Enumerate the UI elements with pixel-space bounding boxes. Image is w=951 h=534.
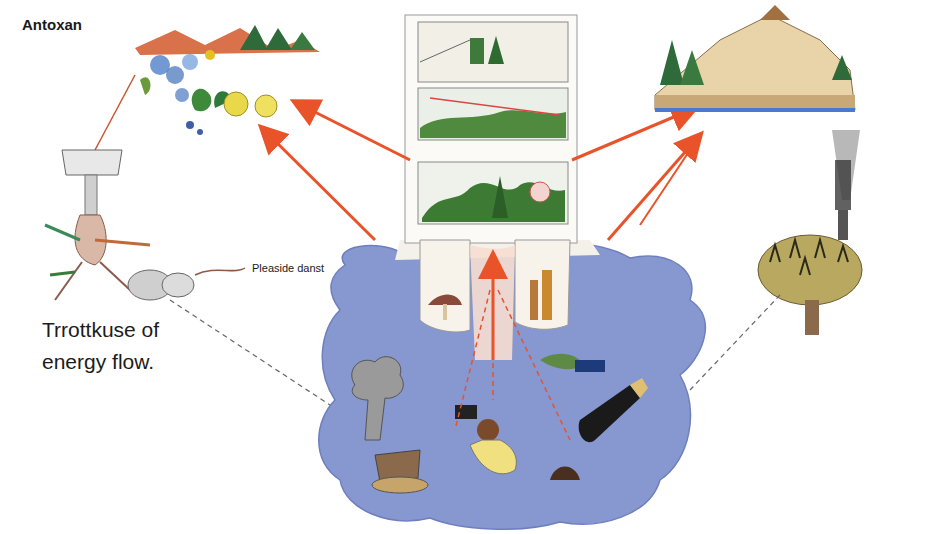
blue-cloud — [319, 242, 706, 529]
right-funnel — [758, 130, 862, 335]
left-figure — [45, 150, 245, 300]
top-left-illustration — [135, 25, 320, 135]
text-label: Antoxan — [20, 16, 84, 33]
text-label: Pleaside danst — [250, 262, 326, 274]
diagram-title: Trrottkuse of energy flow. — [42, 314, 192, 378]
central-panel — [405, 15, 577, 243]
top-right-mountain — [655, 5, 855, 112]
